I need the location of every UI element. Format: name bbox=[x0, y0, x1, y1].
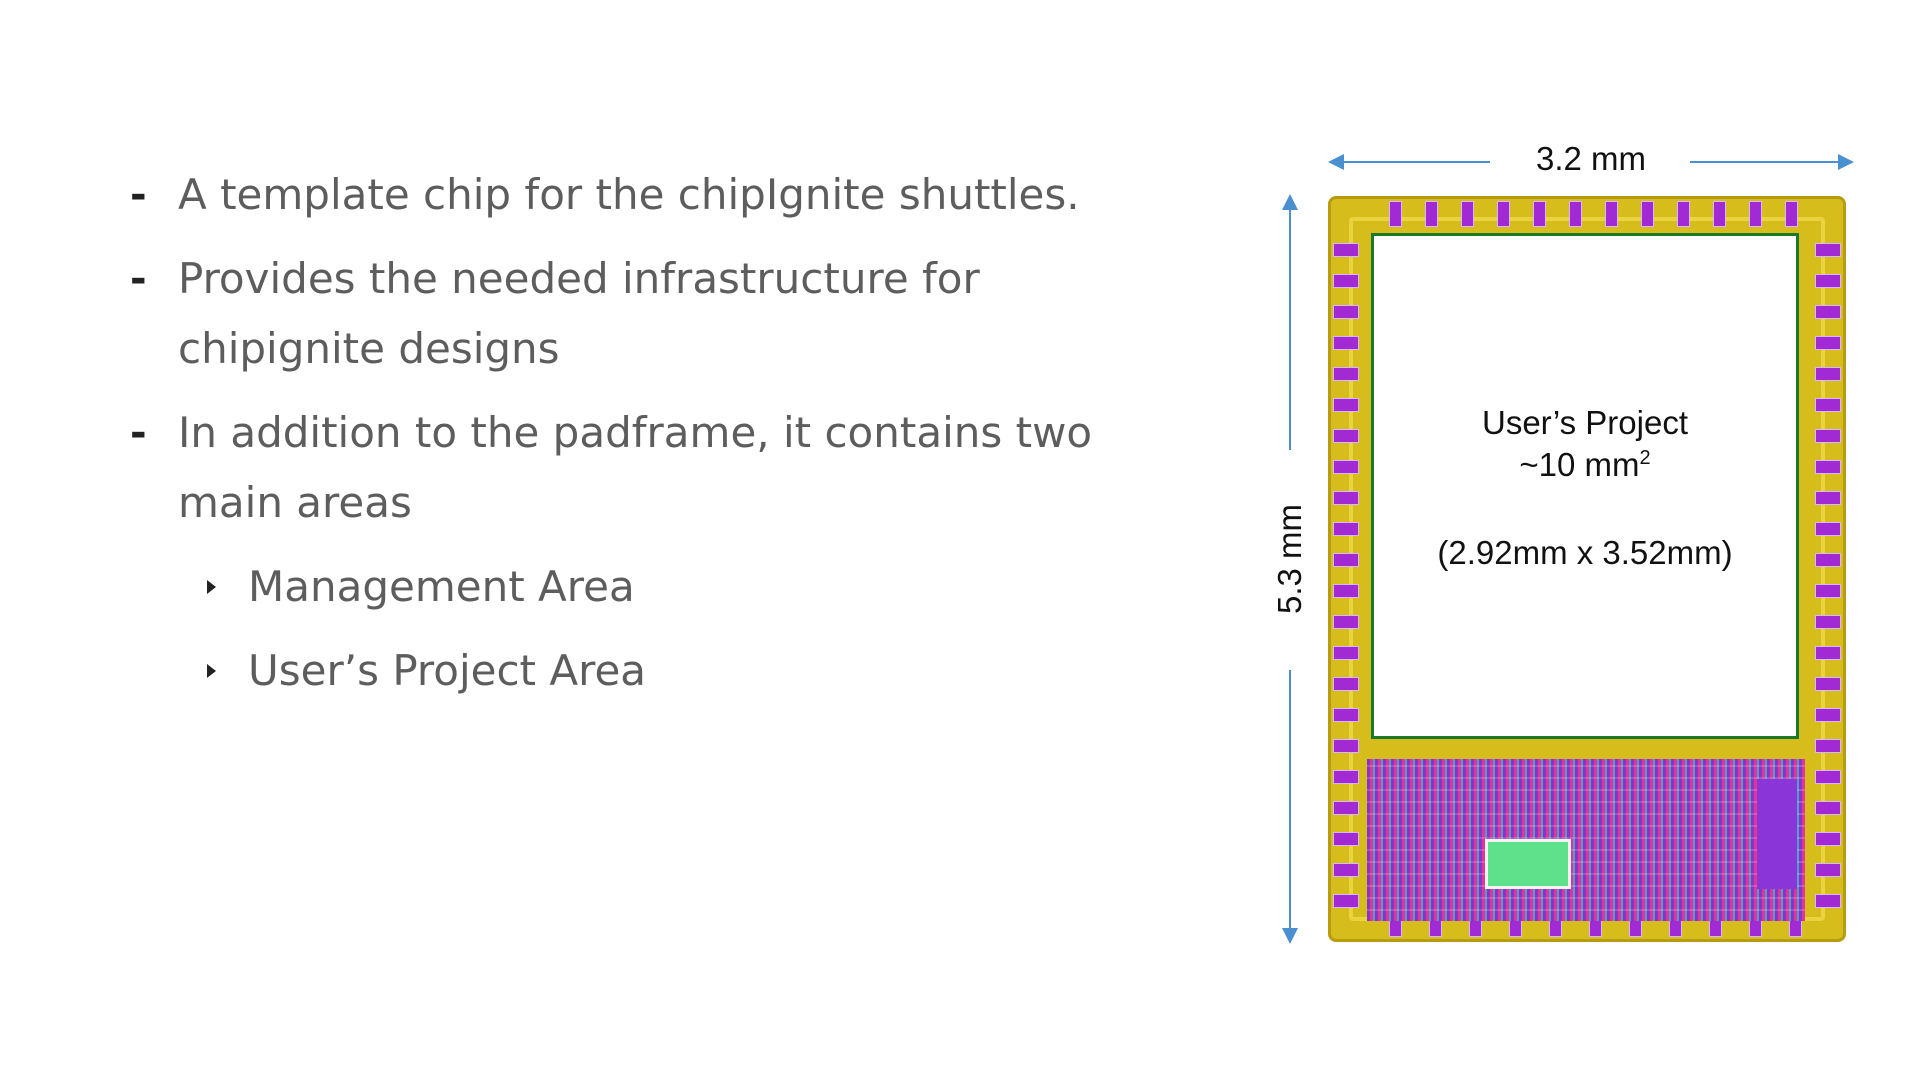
io-pad bbox=[1677, 201, 1690, 227]
io-pad bbox=[1333, 584, 1359, 598]
io-pad bbox=[1815, 677, 1841, 691]
io-pad bbox=[1815, 274, 1841, 288]
io-pad bbox=[1815, 553, 1841, 567]
io-pad bbox=[1333, 274, 1359, 288]
height-label: 5.3 mm bbox=[1271, 503, 1308, 615]
user-project-area: User’s Project ~10 mm2 (2.92mm x 3.52mm) bbox=[1371, 233, 1799, 739]
management-core-block bbox=[1485, 839, 1571, 889]
bullet-item: - A template chip for the chipIgnite shu… bbox=[130, 160, 1180, 230]
io-pad bbox=[1333, 894, 1359, 908]
dimension-arrows bbox=[1282, 154, 1854, 944]
bullet-text: A template chip for the chipIgnite shutt… bbox=[178, 170, 1080, 219]
io-pad bbox=[1533, 201, 1546, 227]
chip-layout-figure: 3.2 mm 5.3 mm User’s Project ~10 mm2 (2.… bbox=[1260, 130, 1860, 960]
user-area-size: ~10 mm2 bbox=[1374, 446, 1796, 484]
io-pad bbox=[1333, 460, 1359, 474]
io-pad bbox=[1815, 832, 1841, 846]
bullet-item: - Provides the needed infrastructure for… bbox=[130, 244, 1180, 384]
chip-die: User’s Project ~10 mm2 (2.92mm x 3.52mm) bbox=[1328, 196, 1846, 942]
io-pad bbox=[1569, 201, 1582, 227]
io-pad bbox=[1815, 243, 1841, 257]
io-pad bbox=[1641, 201, 1654, 227]
io-pad bbox=[1333, 367, 1359, 381]
io-pad bbox=[1815, 584, 1841, 598]
io-pad bbox=[1333, 677, 1359, 691]
management-area-bands bbox=[1367, 759, 1805, 921]
io-pad bbox=[1333, 305, 1359, 319]
io-pad bbox=[1815, 739, 1841, 753]
user-area-size-value: ~10 mm bbox=[1519, 446, 1640, 483]
io-pad bbox=[1815, 646, 1841, 660]
user-area-title: User’s Project bbox=[1481, 404, 1688, 441]
io-pad bbox=[1815, 801, 1841, 815]
io-pad bbox=[1333, 832, 1359, 846]
io-pad bbox=[1815, 522, 1841, 536]
io-pad bbox=[1333, 739, 1359, 753]
width-label: 3.2 mm bbox=[1536, 140, 1647, 177]
management-side-block bbox=[1757, 779, 1797, 889]
io-pad bbox=[1815, 894, 1841, 908]
bullet-text: Provides the needed infrastructure for c… bbox=[178, 254, 980, 373]
io-pad bbox=[1333, 646, 1359, 660]
sub-bullet-item: Management Area bbox=[130, 552, 1180, 622]
io-pad bbox=[1815, 770, 1841, 784]
io-pad bbox=[1333, 522, 1359, 536]
io-pad bbox=[1333, 553, 1359, 567]
bullet-list: - A template chip for the chipIgnite shu… bbox=[130, 160, 1180, 720]
io-pad bbox=[1333, 615, 1359, 629]
bullet-text: In addition to the padframe, it contains… bbox=[178, 408, 1093, 527]
io-pad bbox=[1785, 201, 1798, 227]
io-pad bbox=[1815, 460, 1841, 474]
dash-marker: - bbox=[130, 256, 147, 302]
io-pad bbox=[1461, 201, 1474, 227]
io-pad bbox=[1425, 201, 1438, 227]
io-pad bbox=[1333, 336, 1359, 350]
io-pad bbox=[1815, 429, 1841, 443]
bullet-item: - In addition to the padframe, it contai… bbox=[130, 398, 1180, 538]
dash-marker: - bbox=[130, 172, 147, 218]
io-pad bbox=[1333, 243, 1359, 257]
io-pad bbox=[1605, 201, 1618, 227]
io-pad bbox=[1749, 201, 1762, 227]
management-area-pattern bbox=[1367, 759, 1805, 921]
triangle-bullet-icon bbox=[207, 664, 216, 678]
io-pad bbox=[1713, 201, 1726, 227]
io-pad bbox=[1389, 201, 1402, 227]
io-pad bbox=[1333, 863, 1359, 877]
user-area-size-superscript: 2 bbox=[1639, 447, 1651, 469]
io-pad bbox=[1333, 429, 1359, 443]
io-pad bbox=[1333, 770, 1359, 784]
management-area bbox=[1367, 759, 1805, 921]
sub-bullet-item: User’s Project Area bbox=[130, 636, 1180, 706]
io-pad bbox=[1333, 398, 1359, 412]
sub-bullet-text: Management Area bbox=[248, 562, 635, 611]
io-pad bbox=[1815, 305, 1841, 319]
io-pad bbox=[1815, 863, 1841, 877]
dash-marker: - bbox=[130, 410, 147, 456]
io-pad bbox=[1333, 708, 1359, 722]
io-pad bbox=[1815, 491, 1841, 505]
triangle-bullet-icon bbox=[207, 580, 216, 594]
io-pad bbox=[1815, 615, 1841, 629]
io-pad bbox=[1333, 491, 1359, 505]
sub-bullet-text: User’s Project Area bbox=[248, 646, 647, 695]
io-pad bbox=[1815, 398, 1841, 412]
user-area-dimensions: (2.92mm x 3.52mm) bbox=[1437, 534, 1733, 571]
io-pad bbox=[1815, 708, 1841, 722]
io-pad bbox=[1815, 367, 1841, 381]
io-pad bbox=[1333, 801, 1359, 815]
io-pad bbox=[1815, 336, 1841, 350]
io-pad bbox=[1497, 201, 1510, 227]
